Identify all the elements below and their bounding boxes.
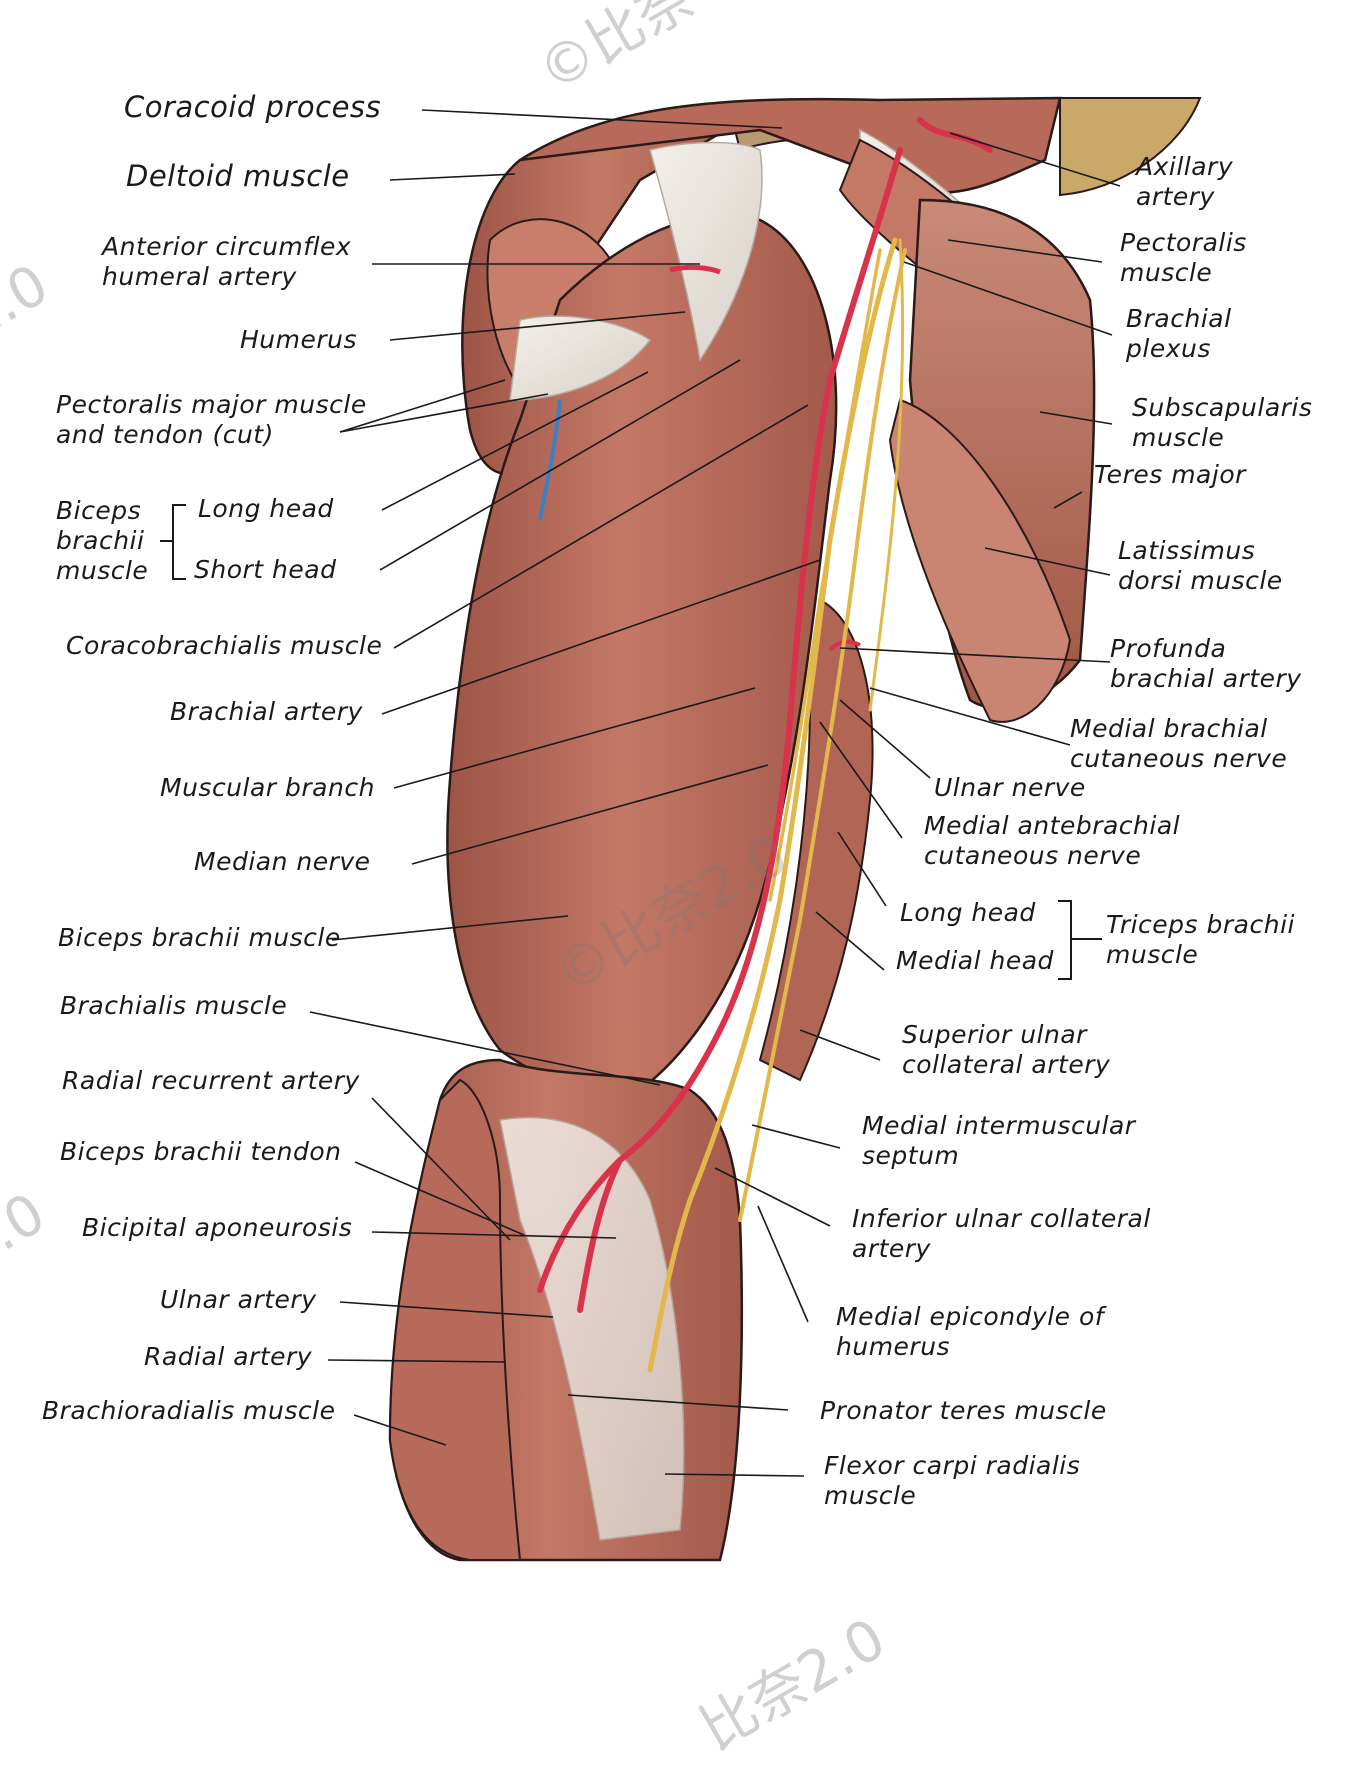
label-humerus: Humerus (240, 325, 358, 354)
label-ulnar-artery: Ulnar artery (160, 1285, 317, 1314)
label-profunda-brachial: Profunda brachial artery (1110, 634, 1302, 693)
triceps-shape (758, 598, 874, 1082)
label-long-head-triceps: Long head (900, 898, 1036, 927)
triceps-brace (1058, 900, 1072, 980)
label-flexor-carpi-radialis: Flexor carpi radialis muscle (824, 1451, 1081, 1510)
tendon-ribbon-2 (509, 315, 652, 401)
label-biceps-brachii-muscle: Biceps brachii muscle (58, 923, 341, 952)
label-triceps-brachii: Triceps brachii muscle (1106, 910, 1295, 969)
label-radial-recurrent-artery: Radial recurrent artery (62, 1066, 360, 1095)
label-ulnar-nerve: Ulnar nerve (934, 773, 1086, 802)
label-brachial-artery: Brachial artery (170, 697, 363, 726)
label-latissimus-dorsi: Latissimus dorsi muscle (1118, 536, 1283, 595)
label-brachioradialis: Brachioradialis muscle (42, 1396, 336, 1425)
label-medial-brachial-cutaneous: Medial brachial cutaneous nerve (1070, 714, 1288, 773)
vein-accent (538, 399, 562, 521)
label-deltoid-muscle: Deltoid muscle (126, 159, 350, 193)
label-teres-major: Teres major (1094, 460, 1246, 489)
label-coracobrachialis: Coracobrachialis muscle (66, 631, 383, 660)
label-biceps-brachii-tendon: Biceps brachii tendon (60, 1137, 342, 1166)
nerve-path-4 (868, 238, 905, 712)
leader-lines (309, 109, 1121, 1477)
label-bicipital-aponeurosis: Bicipital aponeurosis (82, 1213, 353, 1242)
label-medial-antebrachial: Medial antebrachial cutaneous nerve (924, 811, 1181, 870)
label-axillary-artery: Axillary artery (1136, 152, 1234, 211)
label-brachial-plexus: Brachial plexus (1126, 304, 1232, 363)
latissimus-shape (888, 398, 1072, 723)
label-medial-epicondyle: Medial epicondyle of humerus (836, 1302, 1105, 1361)
label-medial-intermuscular-septum: Medial intermuscular septum (862, 1111, 1136, 1170)
label-radial-artery: Radial artery (144, 1342, 313, 1371)
label-pronator-teres: Pronator teres muscle (820, 1396, 1107, 1425)
aponeurosis-shape (499, 1116, 685, 1541)
label-short-head-biceps: Short head (194, 555, 337, 584)
tendon-ribbon-1 (649, 141, 763, 362)
label-superior-ulnar-collateral: Superior ulnar collateral artery (902, 1020, 1111, 1079)
label-median-nerve: Median nerve (194, 847, 371, 876)
label-coracoid-process: Coracoid process (124, 90, 382, 124)
label-brachialis-muscle: Brachialis muscle (60, 991, 288, 1020)
biceps-brace-tick (160, 540, 172, 542)
label-long-head-biceps: Long head (198, 494, 334, 523)
label-pectoralis-muscle: Pectoralis muscle (1120, 228, 1247, 287)
label-subscapularis: Subscapularis muscle (1132, 393, 1313, 452)
nerve-path-2 (738, 248, 907, 1222)
scapula-edge-shape (1059, 97, 1202, 197)
triceps-brace-tick (1072, 938, 1102, 940)
nerve-path-3 (768, 248, 882, 902)
label-anterior-circumflex: Anterior circumflex humeral artery (102, 232, 352, 291)
biceps-brace (172, 504, 186, 580)
brachial-artery-path (537, 117, 993, 1313)
label-medial-head-triceps: Medial head (896, 946, 1054, 975)
brachioradialis-shape (388, 1078, 522, 1561)
label-pectoralis-major-tendon: Pectoralis major muscle and tendon (cut) (56, 390, 367, 449)
label-inferior-ulnar-collateral: Inferior ulnar collateral artery (852, 1204, 1151, 1263)
label-muscular-branch: Muscular branch (160, 773, 375, 802)
circumflex-artery-path (669, 264, 721, 275)
label-biceps-brachii-group: Biceps brachii muscle (56, 496, 149, 585)
biceps-shape (446, 213, 838, 1094)
